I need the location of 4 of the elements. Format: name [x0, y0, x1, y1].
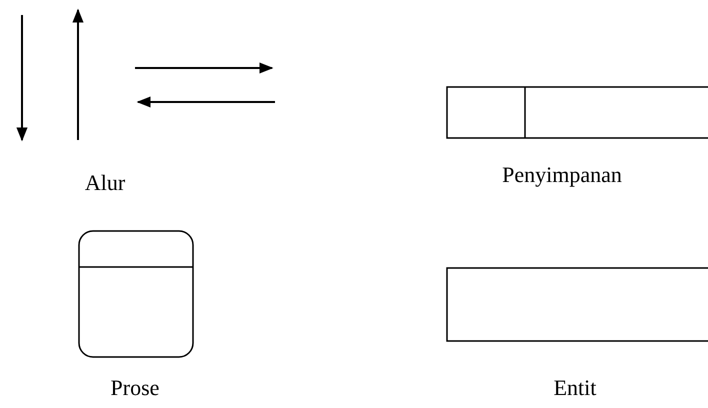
- symbol-caption: Penyimpanan: [502, 162, 622, 188]
- symbol-caption: Entit: [554, 375, 596, 401]
- symbol-caption: Alur: [84, 170, 126, 196]
- symbol-caption: Prose: [110, 375, 160, 401]
